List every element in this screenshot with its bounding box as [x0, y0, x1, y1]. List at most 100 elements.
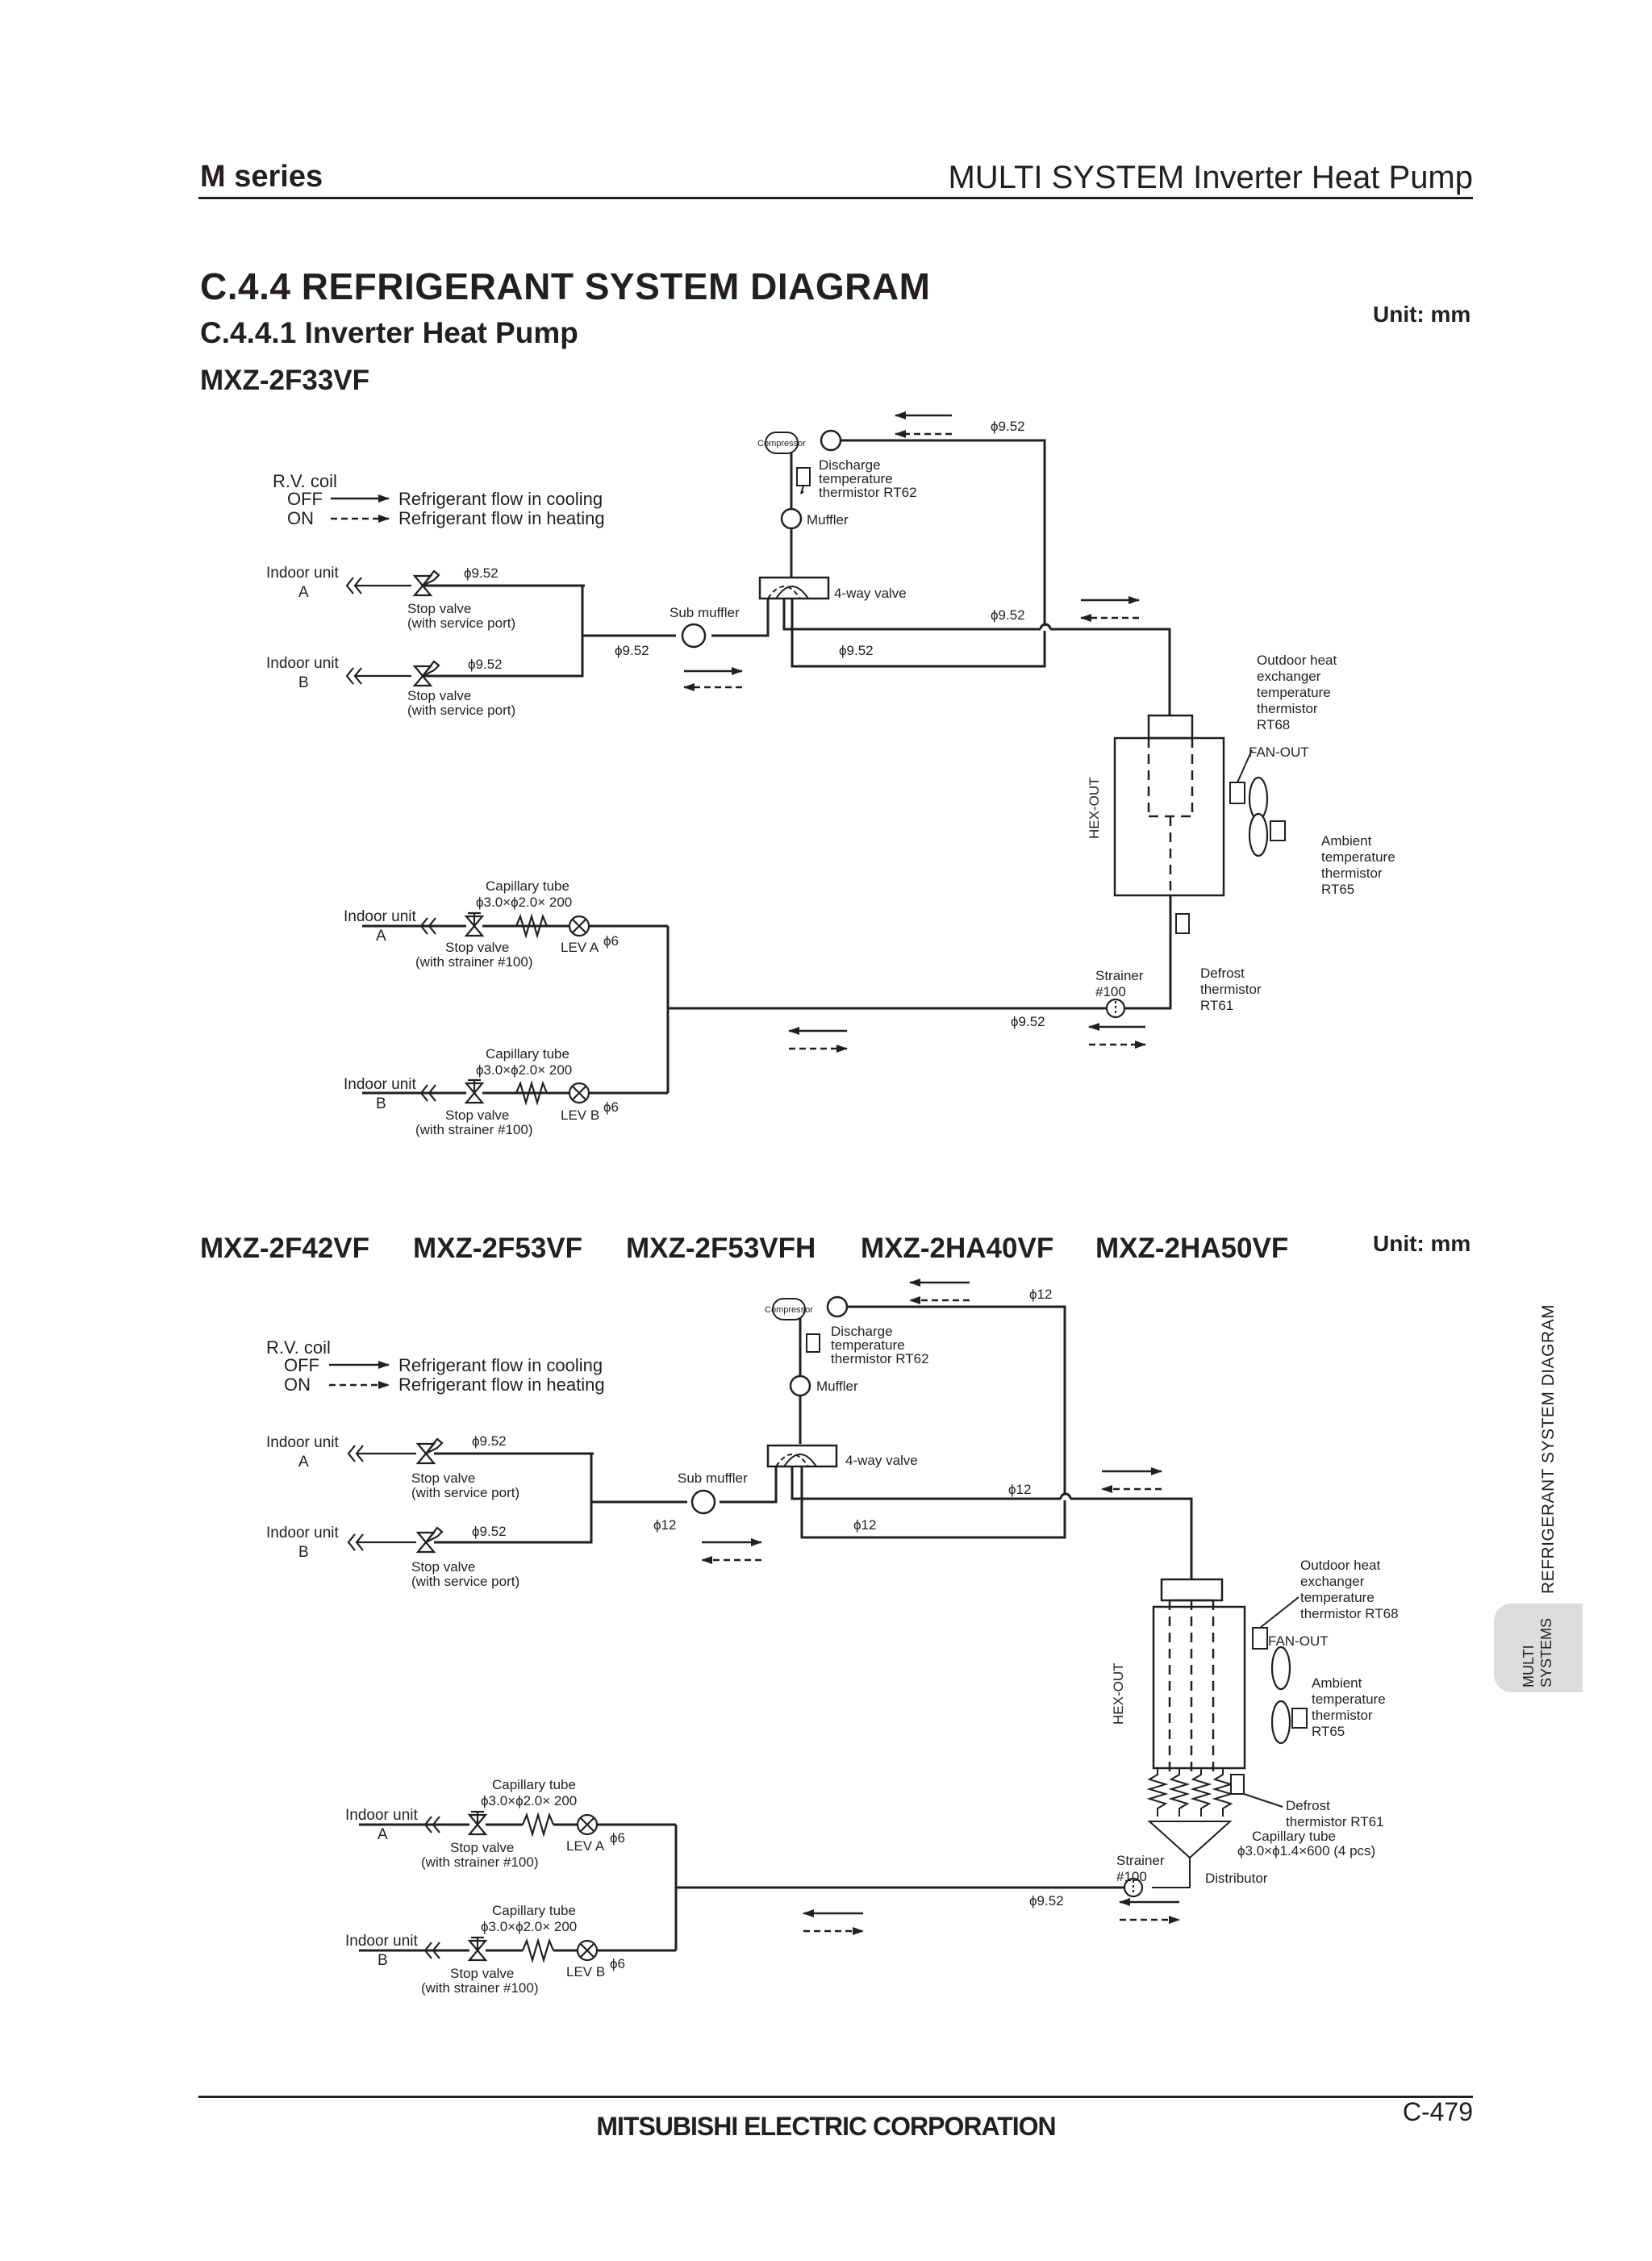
svg-text:ϕ3.0×ϕ2.0× 200: ϕ3.0×ϕ2.0× 200: [476, 895, 572, 910]
svg-text:Distributor: Distributor: [1205, 1871, 1268, 1886]
svg-text:Indoor unit: Indoor unit: [266, 1525, 340, 1541]
d1-pipe-liquid: [668, 895, 1172, 1010]
svg-text:RT61: RT61: [1200, 998, 1233, 1013]
svg-text:A: A: [376, 928, 386, 945]
svg-text:ϕ9.52: ϕ9.52: [839, 643, 874, 658]
d1-pipe-to-hex: [1050, 628, 1171, 715]
svg-text:LEV A: LEV A: [561, 940, 599, 955]
svg-text:thermistor RT62: thermistor RT62: [819, 485, 917, 500]
svg-text:OFF: OFF: [287, 489, 323, 509]
svg-text:Stop valve: Stop valve: [407, 688, 471, 703]
svg-text:Strainer: Strainer: [1095, 968, 1144, 983]
svg-text:Stop valve: Stop valve: [445, 940, 509, 955]
d1-defrost-thermistor: [1175, 913, 1190, 934]
svg-text:Refrigerant flow in heating: Refrigerant flow in heating: [398, 1375, 605, 1395]
svg-text:(with service port): (with service port): [407, 703, 515, 718]
svg-text:exchanger: exchanger: [1300, 1574, 1365, 1589]
svg-text:Sub muffler: Sub muffler: [670, 605, 740, 620]
model-label-2d: MXZ-2HA40VF: [861, 1233, 1054, 1264]
svg-text:Stop valve: Stop valve: [407, 601, 471, 616]
svg-text:temperature: temperature: [1257, 685, 1331, 700]
svg-text:thermistor: thermistor: [1312, 1708, 1373, 1723]
svg-text:ϕ3.0×ϕ2.0× 200: ϕ3.0×ϕ2.0× 200: [481, 1793, 577, 1808]
svg-text:LEV B: LEV B: [561, 1108, 599, 1123]
svg-text:temperature: temperature: [831, 1337, 905, 1353]
svg-text:Capillary tube: Capillary tube: [486, 1046, 569, 1062]
series-label: M series: [200, 160, 323, 194]
svg-text:Indoor unit: Indoor unit: [266, 655, 340, 672]
d1-compressor: [765, 432, 799, 454]
svg-text:Muffler: Muffler: [816, 1379, 858, 1394]
svg-text:B: B: [298, 1544, 309, 1561]
svg-text:RT65: RT65: [1321, 882, 1354, 897]
svg-text:B: B: [376, 1095, 386, 1112]
svg-text:Ambient: Ambient: [1321, 833, 1372, 849]
svg-text:Capillary tube: Capillary tube: [1252, 1829, 1336, 1844]
svg-text:Outdoor heat: Outdoor heat: [1257, 653, 1337, 668]
svg-text:ϕ3.0×ϕ2.0× 200: ϕ3.0×ϕ2.0× 200: [476, 1062, 572, 1078]
svg-text:Indoor unit: Indoor unit: [344, 1076, 417, 1093]
svg-text:ϕ9.52: ϕ9.52: [468, 657, 503, 672]
svg-text:ϕ9.52: ϕ9.52: [991, 607, 1025, 623]
side-tab[interactable]: [1494, 1604, 1583, 1692]
svg-text:(with service port): (with service port): [411, 1574, 519, 1589]
svg-text:B: B: [378, 1952, 388, 1969]
svg-text:ϕ9.52: ϕ9.52: [1011, 1014, 1045, 1029]
svg-text:thermistor RT68: thermistor RT68: [1300, 1606, 1399, 1621]
svg-text:HEX-OUT: HEX-OUT: [1087, 778, 1102, 840]
svg-text:Outdoor heat: Outdoor heat: [1300, 1558, 1381, 1573]
svg-text:Muffler: Muffler: [807, 512, 849, 528]
model-label-2e: MXZ-2HA50VF: [1095, 1233, 1289, 1264]
unit-label-2: Unit: mm: [1373, 1231, 1471, 1256]
svg-text:ϕ9.52: ϕ9.52: [991, 419, 1025, 434]
svg-text:ϕ12: ϕ12: [853, 1517, 876, 1533]
svg-text:Defrost: Defrost: [1200, 966, 1245, 981]
svg-text:(with strainer #100): (with strainer #100): [421, 1854, 539, 1870]
svg-text:(with strainer #100): (with strainer #100): [415, 1122, 533, 1137]
svg-text:R.V. coil: R.V. coil: [273, 471, 337, 491]
svg-text:Indoor unit: Indoor unit: [345, 1807, 419, 1824]
svg-text:thermistor: thermistor: [1257, 701, 1318, 716]
svg-text:ON: ON: [287, 508, 314, 528]
svg-text:thermistor RT62: thermistor RT62: [831, 1351, 929, 1366]
subsection-title: C.4.4.1 Inverter Heat Pump: [200, 316, 578, 349]
svg-text:FAN-OUT: FAN-OUT: [1249, 745, 1309, 760]
svg-text:ϕ6: ϕ6: [610, 1956, 625, 1971]
svg-text:Defrost: Defrost: [1286, 1798, 1330, 1813]
header-rule: [198, 197, 1473, 199]
svg-text:A: A: [298, 1454, 309, 1470]
svg-text:Refrigerant flow in cooling: Refrigerant flow in cooling: [398, 1355, 603, 1375]
svg-text:(with service port): (with service port): [407, 615, 515, 631]
svg-text:ϕ9.52: ϕ9.52: [472, 1433, 507, 1449]
svg-text:ϕ12: ϕ12: [1029, 1287, 1052, 1302]
svg-text:Stop valve: Stop valve: [450, 1966, 514, 1981]
svg-text:temperature: temperature: [1321, 849, 1395, 865]
svg-text:Indoor unit: Indoor unit: [345, 1933, 419, 1950]
svg-text:#100: #100: [1116, 1869, 1147, 1884]
unit-label-1: Unit: mm: [1373, 302, 1471, 327]
svg-text:exchanger: exchanger: [1257, 669, 1321, 684]
svg-text:ϕ9.52: ϕ9.52: [615, 643, 649, 658]
svg-text:Capillary tube: Capillary tube: [492, 1903, 576, 1918]
svg-text:LEV A: LEV A: [566, 1838, 605, 1854]
d1-muffler: [780, 507, 803, 530]
page-number: C-479: [1402, 2097, 1473, 2126]
svg-text:Capillary tube: Capillary tube: [492, 1777, 576, 1792]
svg-text:thermistor: thermistor: [1321, 866, 1383, 881]
model-label-2b: MXZ-2F53VF: [413, 1233, 583, 1264]
model-label-1: MXZ-2F33VF: [200, 365, 370, 396]
svg-text:Compressor: Compressor: [757, 439, 806, 448]
svg-text:Stop valve: Stop valve: [445, 1108, 509, 1123]
svg-text:ϕ12: ϕ12: [1008, 1482, 1031, 1497]
svg-text:FAN-OUT: FAN-OUT: [1268, 1633, 1329, 1649]
refrigerant-diagram-2: Compressor Discharge temperature thermis…: [266, 1279, 1399, 1996]
svg-text:(with strainer #100): (with strainer #100): [415, 954, 533, 970]
svg-text:thermistor: thermistor: [1200, 982, 1262, 997]
svg-text:Capillary tube: Capillary tube: [486, 878, 569, 894]
svg-text:Indoor unit: Indoor unit: [344, 908, 417, 925]
svg-text:A: A: [298, 584, 309, 601]
svg-text:4-way valve: 4-way valve: [834, 586, 907, 601]
svg-text:ϕ9.52: ϕ9.52: [464, 565, 499, 581]
refrigerant-diagram-1: Compressor Discharge temperature thermis…: [266, 411, 1395, 1137]
d2-hex-box: [1152, 1605, 1246, 1770]
